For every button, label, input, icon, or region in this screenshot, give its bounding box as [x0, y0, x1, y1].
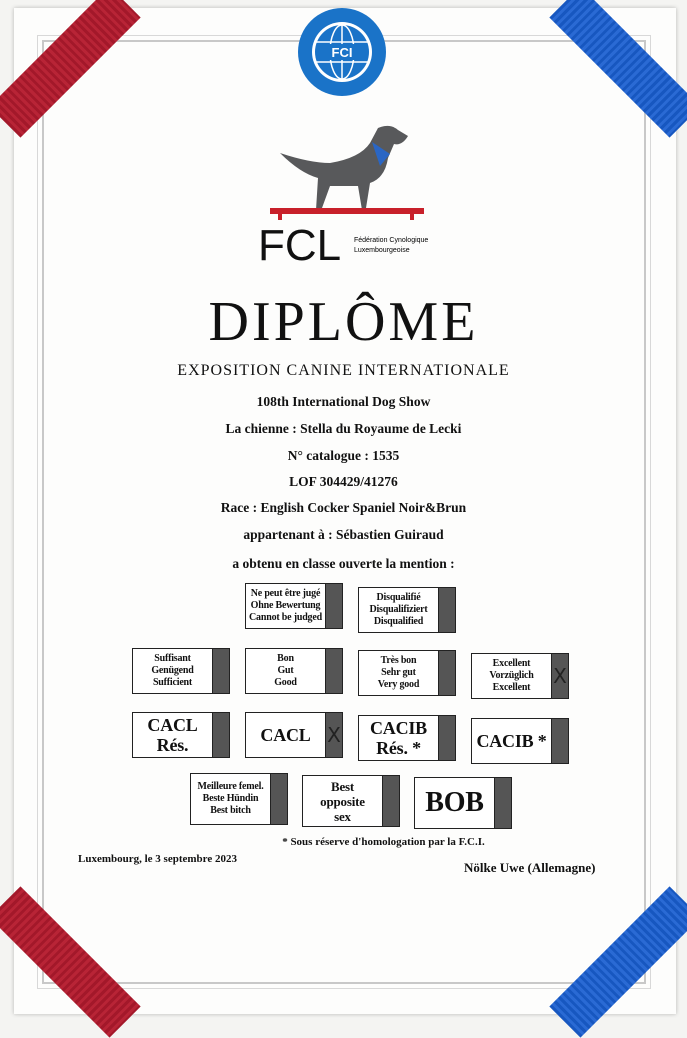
- mention-label: Best opposite sex: [320, 778, 365, 824]
- checkbox-strip: X: [325, 713, 342, 757]
- mention-box-bob: BOB: [414, 777, 512, 829]
- mention-label: Bon Gut Good: [274, 653, 297, 688]
- footnote: * Sous réserve d'homologation par la F.C…: [282, 836, 485, 848]
- fcl-logo: FCL Fédération Cynologique Luxembourgeoi…: [258, 125, 428, 268]
- fci-center-text: FCI: [332, 45, 353, 60]
- diploma-subtitle: EXPOSITION CANINE INTERNATIONALE: [177, 362, 510, 379]
- owner: appartenant à : Sébastien Guiraud: [243, 527, 444, 542]
- catalogue-number: N° catalogue : 1535: [287, 448, 400, 463]
- diploma-title: DIPLÔME: [208, 291, 479, 353]
- checkbox-strip: [212, 713, 229, 757]
- checkbox-strip: [382, 776, 399, 826]
- mention-label: CACL: [260, 725, 311, 745]
- checkbox-strip: [270, 774, 287, 824]
- check-mark-icon: X: [553, 664, 567, 688]
- checkbox-strip: [212, 649, 229, 693]
- mention-label: Excellent Vorzüglich Excellent: [489, 658, 534, 693]
- checkbox-strip: [438, 716, 455, 760]
- mention-label: Ne peut être jugé Ohne Bewertung Cannot …: [249, 588, 322, 623]
- mention-box-best-opposite-sex: Best opposite sex: [302, 775, 400, 827]
- mention-label: CACIB *: [476, 731, 547, 751]
- mention-box-cacib: CACIB *: [471, 718, 569, 764]
- checkbox-strip: [551, 719, 568, 763]
- checkbox-strip: [325, 649, 342, 693]
- lof-number: LOF 304429/41276: [289, 474, 398, 489]
- mention-box-cacl-res: CACL Rés.: [132, 712, 230, 758]
- mention-box-cacib-res: CACIB Rés. *: [358, 715, 456, 761]
- fcl-name-line1: Fédération Cynologique: [354, 237, 428, 244]
- mention-label: CACIB Rés. *: [369, 718, 427, 758]
- breed: Race : English Cocker Spaniel Noir&Brun: [220, 500, 467, 515]
- blue-scarf-icon: [372, 142, 390, 166]
- checkbox-strip: [438, 588, 455, 632]
- dog-silhouette-icon: [280, 125, 408, 210]
- fci-logo: FCI: [298, 8, 386, 96]
- mention-box-excellent: Excellent Vorzüglich Excellent X: [471, 653, 569, 699]
- checkbox-strip: X: [551, 654, 568, 698]
- mention-label: Très bon Sehr gut Very good: [377, 655, 420, 690]
- fcl-name-line2: Luxembourgeoise: [354, 247, 410, 254]
- checkbox-strip: [494, 778, 511, 828]
- check-mark-icon: X: [327, 723, 341, 747]
- mention-box-very-good: Très bon Sehr gut Very good: [358, 650, 456, 696]
- mention-label: BOB: [425, 787, 484, 818]
- mention-box-cacl: CACL X: [245, 712, 343, 758]
- dog-name: La chienne : Stella du Royaume de Lecki: [225, 421, 462, 436]
- mention-label: Meilleure femel. Beste Hündin Best bitch: [197, 781, 264, 816]
- mention-box-disqualified: Disqualifié Disqualifiziert Disqualified: [358, 587, 456, 633]
- mention-label: Suffisant Genügend Sufficient: [151, 653, 194, 688]
- fcl-letters: FCL: [258, 221, 341, 268]
- judge-name: Nölke Uwe (Allemagne): [464, 860, 596, 875]
- mention-intro: a obtenu en classe ouverte la mention :: [232, 556, 455, 571]
- mention-label: Disqualifié Disqualifiziert Disqualified: [369, 592, 428, 627]
- mention-label: CACL Rés.: [147, 715, 198, 755]
- mention-box-good: Bon Gut Good: [245, 648, 343, 694]
- mention-box-best-bitch: Meilleure femel. Beste Hündin Best bitch: [190, 773, 288, 825]
- mention-box-cannot-be-judged: Ne peut être jugé Ohne Bewertung Cannot …: [245, 583, 343, 629]
- checkbox-strip: [325, 584, 342, 628]
- show-name: 108th International Dog Show: [256, 394, 431, 409]
- mention-box-sufficient: Suffisant Genügend Sufficient: [132, 648, 230, 694]
- place-date: Luxembourg, le 3 septembre 2023: [78, 853, 237, 865]
- checkbox-strip: [438, 651, 455, 695]
